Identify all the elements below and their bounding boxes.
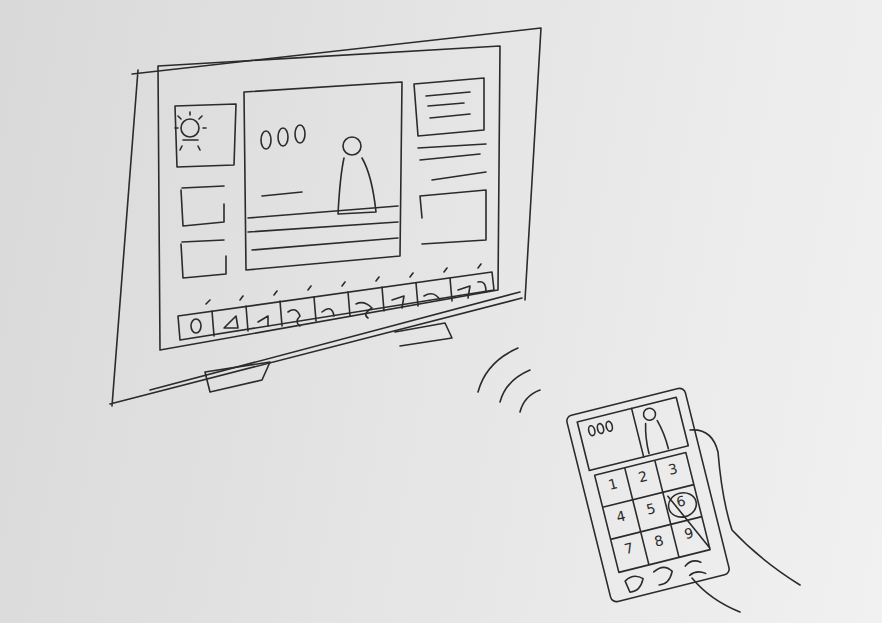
keypad-number: 6	[665, 490, 698, 513]
keypad-number: 7	[612, 537, 645, 560]
keypad-number: 8	[642, 529, 675, 552]
phone-sketch: 123 456 789	[561, 382, 736, 608]
keypad-number: 9	[672, 522, 705, 545]
keypad-number: 4	[604, 505, 637, 528]
keypad-number: 5	[634, 497, 667, 520]
keypad-number: 1	[596, 473, 629, 496]
keypad-number: 3	[657, 458, 690, 481]
keypad-number: 2	[626, 465, 659, 488]
phone-outline	[561, 382, 736, 608]
